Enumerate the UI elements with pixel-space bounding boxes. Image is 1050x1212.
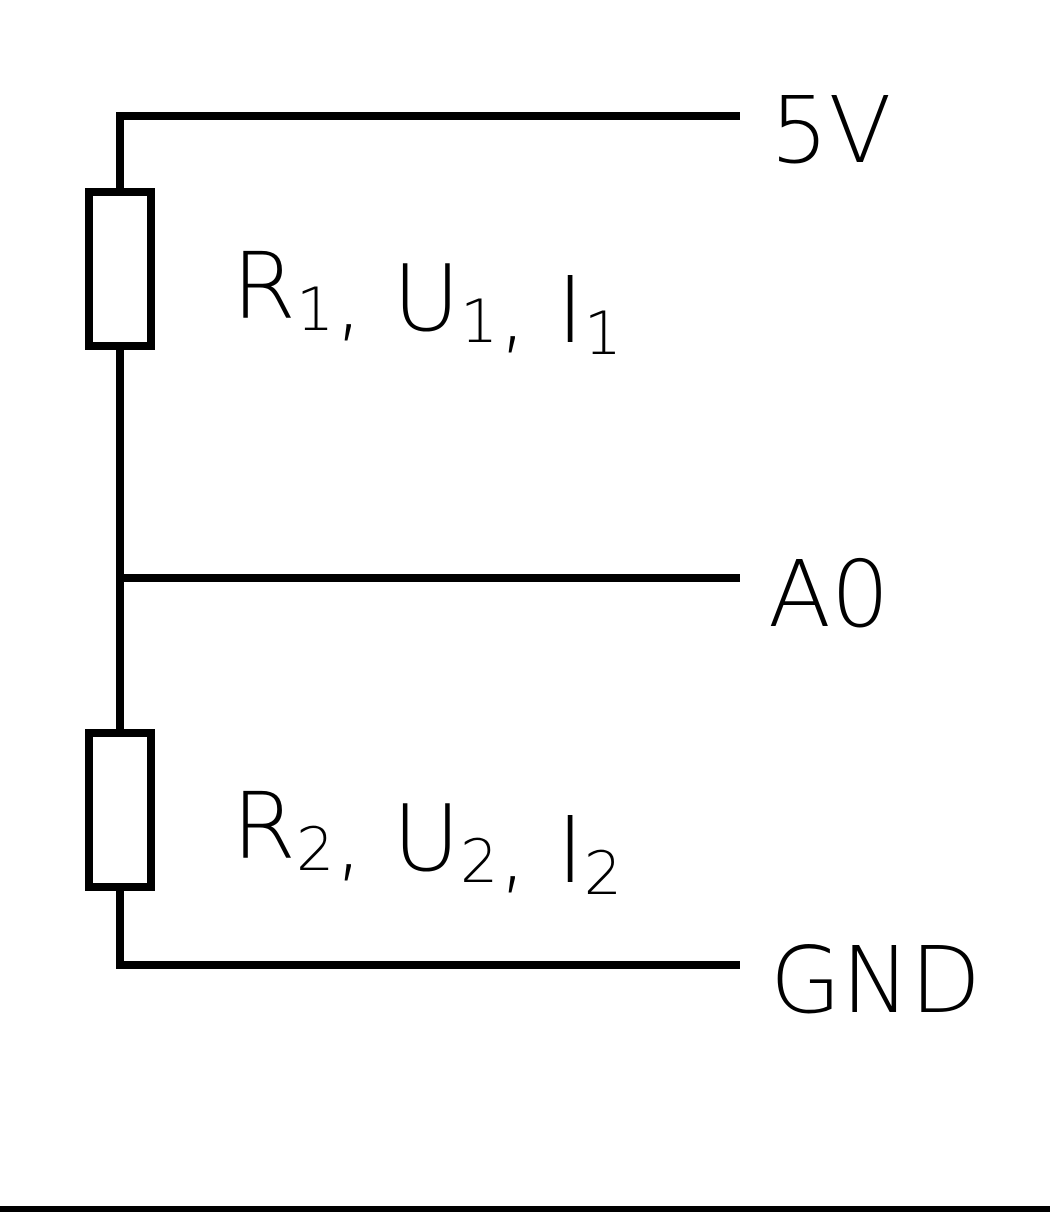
vcc-label: 5V (770, 77, 891, 184)
label-subscript: 1 (460, 287, 498, 357)
label-subscript: 2 (460, 827, 498, 897)
label-separator: , (498, 257, 557, 364)
label-separator: , (334, 785, 393, 892)
resistor-r1 (85, 188, 155, 350)
label-subscript: 1 (296, 275, 334, 345)
gnd-wire (116, 886, 740, 969)
resistor-r1-label: R1, U1, I1 (232, 233, 622, 369)
vcc-wire (116, 112, 740, 192)
label-symbol: R (232, 773, 296, 880)
label-symbol: U (393, 785, 460, 892)
label-separator: , (498, 797, 557, 904)
resistor-r2 (85, 729, 155, 891)
a0-label: A0 (768, 541, 889, 648)
gnd-label: GND (770, 927, 981, 1034)
label-subscript: 2 (584, 839, 622, 909)
label-symbol: R (232, 233, 296, 340)
label-symbol: U (393, 245, 460, 352)
bottom-border (0, 1206, 1050, 1212)
label-symbol: I (557, 797, 584, 904)
resistor-r2-label: R2, U2, I2 (232, 773, 622, 909)
label-subscript: 2 (296, 815, 334, 885)
label-symbol: I (557, 257, 584, 364)
label-separator: , (334, 245, 393, 352)
label-subscript: 1 (584, 299, 622, 369)
